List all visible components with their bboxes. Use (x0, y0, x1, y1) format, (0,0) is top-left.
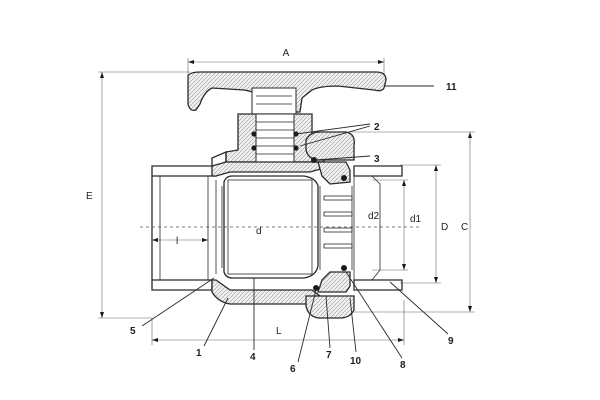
dimension-d-label: D (441, 222, 448, 233)
part-label-11: 11 (446, 82, 457, 93)
part-label-2: 2 (374, 122, 380, 133)
leader-lines (141, 85, 449, 363)
dimension-d1 (372, 179, 408, 271)
dimension-d2-label: d2 (368, 211, 380, 222)
dimension-e (98, 71, 190, 319)
handle (187, 71, 387, 115)
part-label-3: 3 (374, 154, 380, 165)
part-label-9: 9 (448, 336, 454, 347)
union-nut (305, 131, 403, 319)
part-label-8: 8 (400, 360, 406, 371)
dimension-l-length (151, 300, 405, 345)
dimension-c (350, 131, 475, 313)
dimension-l-length-label: L (276, 326, 282, 337)
part-label-7: 7 (326, 350, 332, 361)
valve-body (151, 151, 325, 305)
part-label-6: 6 (290, 364, 296, 375)
part-label-5: 5 (130, 326, 136, 337)
dimension-d1-label: d1 (410, 214, 422, 225)
dimension-d-bore-label: d (256, 226, 262, 237)
part-label-4: 4 (250, 352, 256, 363)
part-label-10: 10 (350, 356, 362, 367)
part-label-1: 1 (196, 348, 202, 359)
dimension-a-label: A (283, 48, 290, 59)
dimension-d (400, 164, 441, 284)
dimension-l-socket-label: l (176, 236, 178, 247)
dimension-l-socket (152, 238, 208, 242)
ball (215, 175, 319, 279)
dimension-e-label: E (86, 191, 93, 202)
dimension-c-label: C (461, 222, 468, 233)
